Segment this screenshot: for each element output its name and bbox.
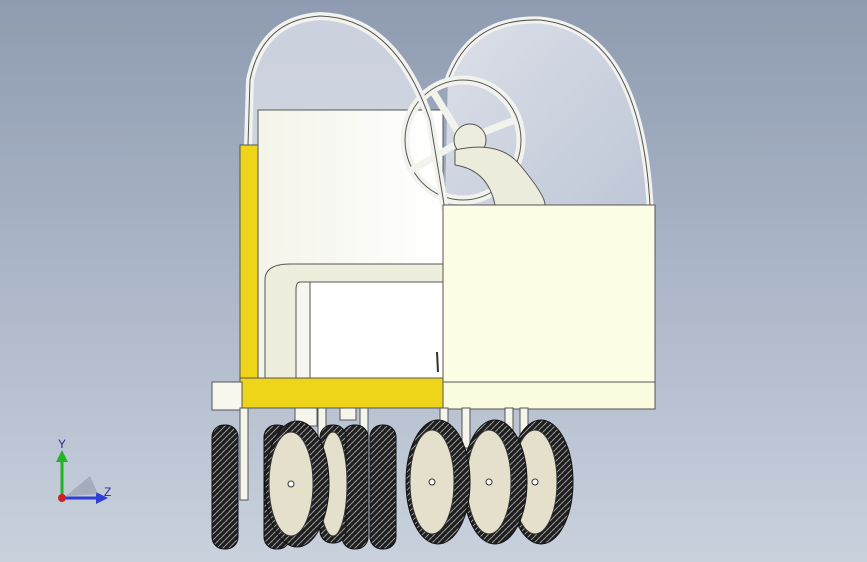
wheel-9 bbox=[405, 419, 471, 545]
steering-wheel bbox=[400, 75, 546, 206]
seat-cushion bbox=[264, 263, 444, 381]
wheel-1 bbox=[211, 424, 239, 550]
rear-body-box bbox=[442, 204, 656, 410]
z-axis-label: Z bbox=[104, 485, 111, 499]
chassis-frame bbox=[211, 381, 243, 411]
coordinate-triad-icon: Y Z bbox=[56, 437, 111, 504]
seat-side-panel bbox=[239, 144, 259, 386]
wheel-4 bbox=[369, 424, 397, 550]
y-axis-label: Y bbox=[58, 437, 66, 451]
rear-canopy-glass bbox=[445, 19, 652, 205]
wheel-8 bbox=[462, 419, 528, 545]
seat-base-yellow bbox=[239, 377, 444, 409]
wheel-6 bbox=[264, 420, 330, 548]
